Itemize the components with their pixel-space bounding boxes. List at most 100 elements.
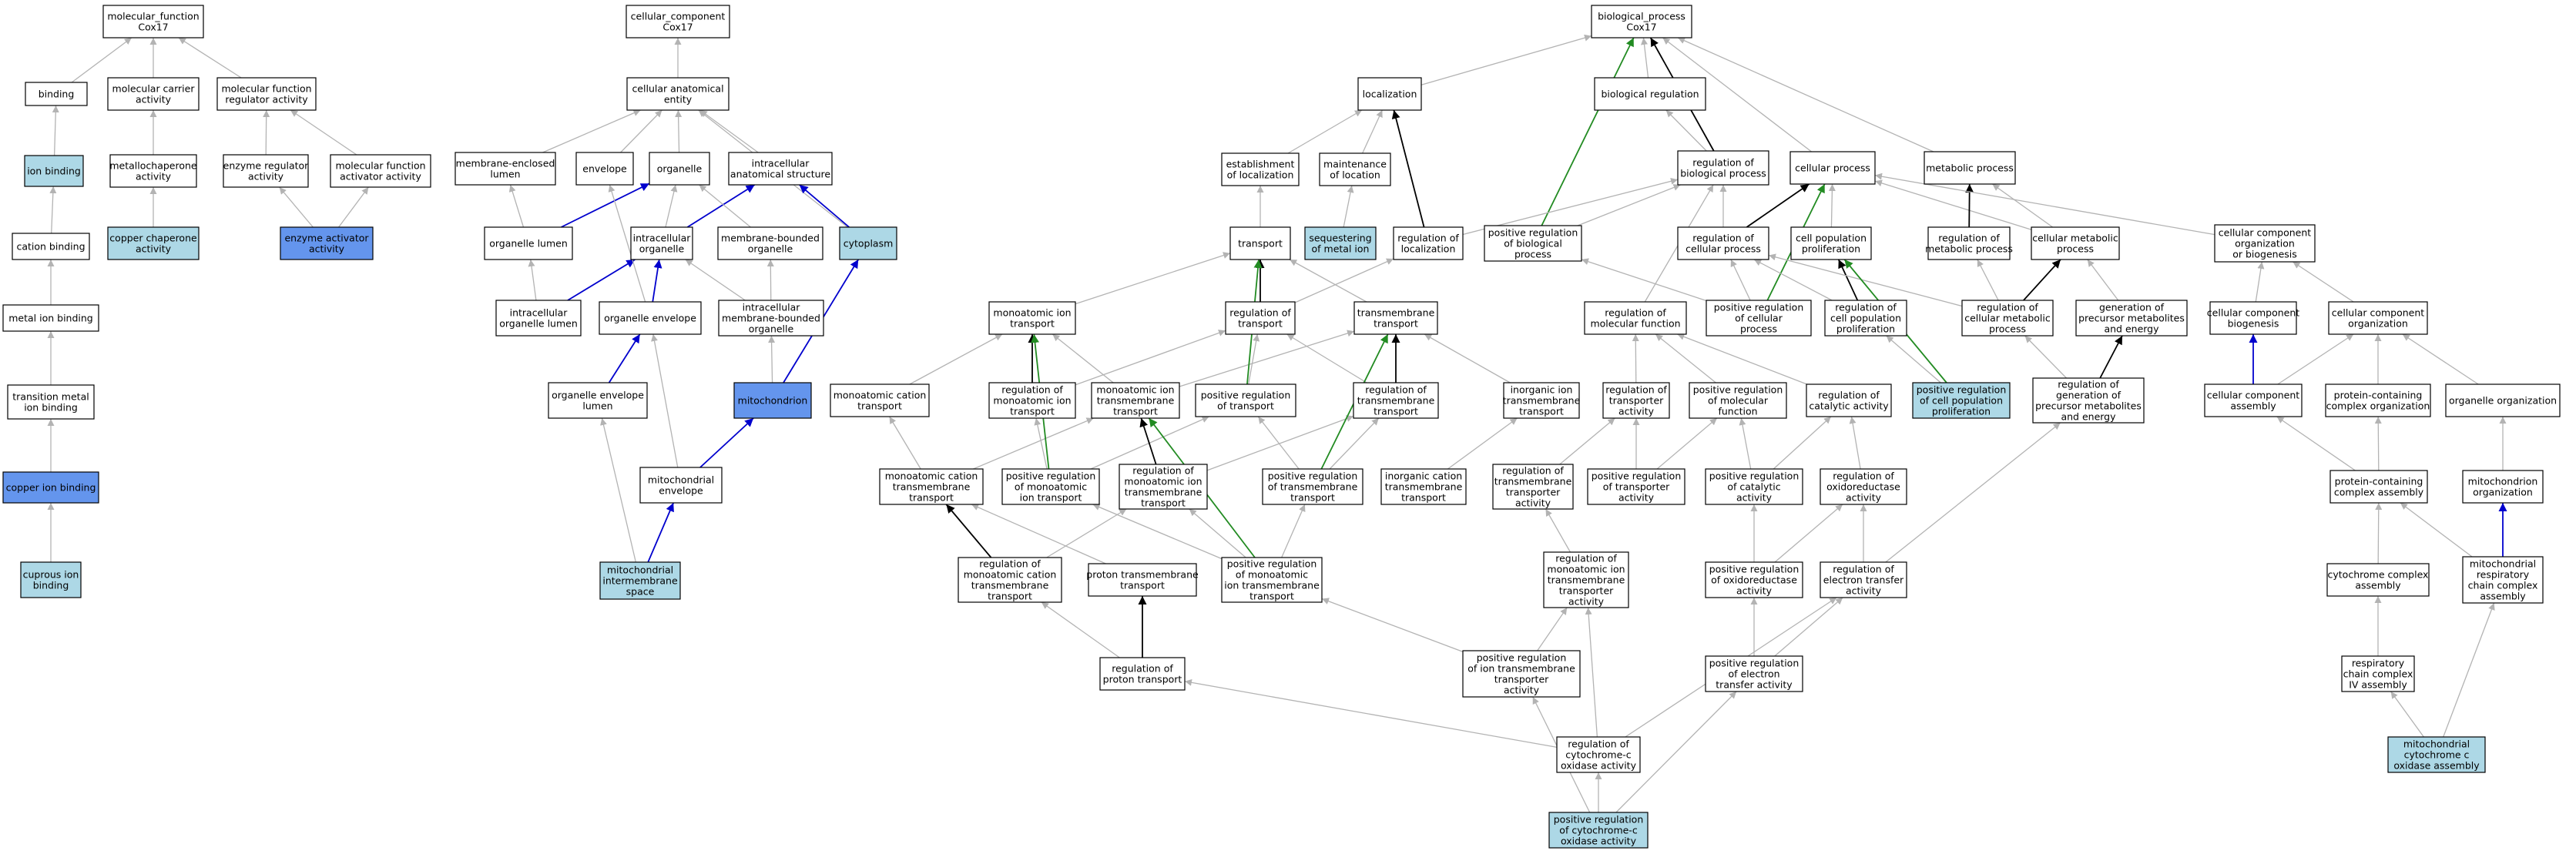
term-node-cytoplasm[interactable]: cytoplasm	[839, 226, 897, 260]
term-node-metal-ion[interactable]: metal ion binding	[2, 304, 99, 332]
term-node-envelope[interactable]: envelope	[575, 152, 634, 186]
term-node-cation-binding[interactable]: cation binding	[12, 233, 90, 260]
term-node-org-lumen[interactable]: organelle lumen	[484, 226, 573, 260]
term-node-reg-tm-tr-act[interactable]: regulation oftransmembranetransporteract…	[1492, 464, 1574, 510]
term-node-organelle[interactable]: organelle	[649, 152, 710, 186]
term-node-org-org[interactable]: organelle organization	[2445, 383, 2561, 417]
term-node-met-proc[interactable]: metabolic process	[1924, 151, 2016, 185]
term-node-copper-ion[interactable]: copper ion binding	[2, 471, 99, 504]
term-node-mito[interactable]: mitochondrion	[733, 382, 812, 419]
term-node-bio-reg[interactable]: biological regulation	[1594, 77, 1706, 111]
term-node-binding[interactable]: binding	[25, 82, 88, 106]
term-node-transport[interactable]: transport	[1229, 226, 1291, 260]
term-node-localization[interactable]: localization	[1357, 77, 1422, 111]
term-node-ion-binding[interactable]: ion binding	[24, 155, 84, 187]
term-node-cell-proc[interactable]: cellular process	[1789, 151, 1876, 185]
term-label-line: positive regulation	[1693, 384, 1783, 396]
term-node-org-env[interactable]: organelle envelope	[599, 301, 702, 335]
